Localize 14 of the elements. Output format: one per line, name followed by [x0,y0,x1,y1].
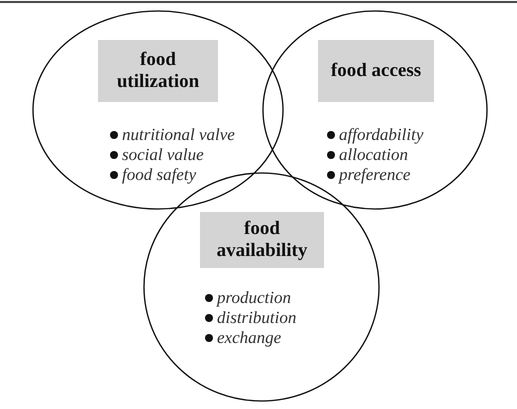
list-item: nutritional valve [122,125,235,145]
ellipse [262,10,488,210]
list-item: preference [339,165,410,185]
list-item: distribution [217,308,296,328]
list-item: production [217,288,291,308]
list-item: allocation [339,145,408,165]
list-item: exchange [217,328,282,348]
heading-box: food availability [200,212,324,268]
list-item: affordability [339,125,424,145]
heading-box: food access [318,40,434,102]
heading-box: food utilization [98,40,218,102]
list-item: social value [122,145,204,165]
list-item: food safety [122,165,196,185]
ellipse [32,10,284,210]
